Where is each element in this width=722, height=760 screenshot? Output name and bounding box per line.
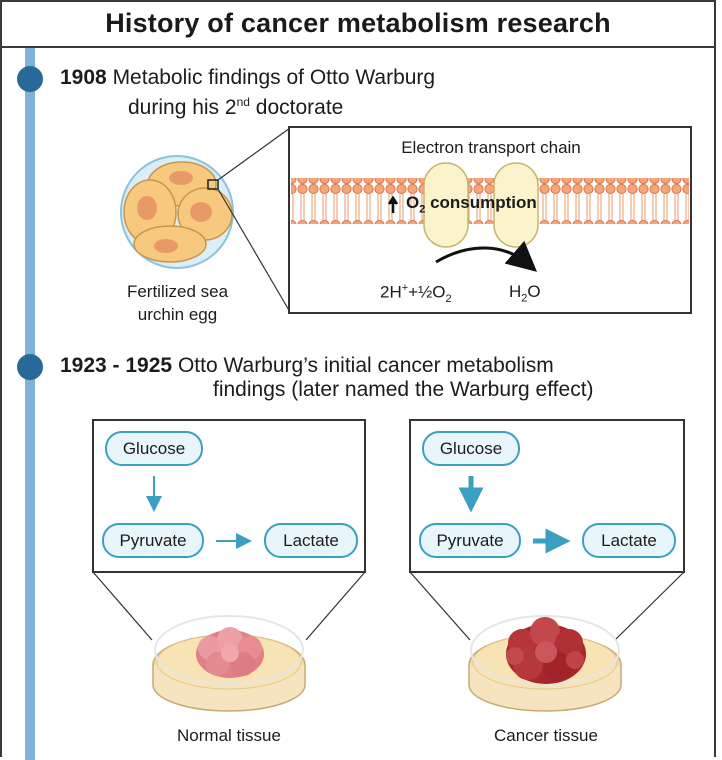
cancer-lactate-label: Lactate (601, 531, 657, 550)
event-1923-year: 1923 - 1925 (60, 354, 173, 377)
cancer-tissue-caption: Cancer tissue (494, 726, 598, 745)
event-1923-text-line2: findings (later named the Warburg effect… (213, 378, 594, 401)
normal-lactate-label: Lactate (283, 531, 339, 550)
reaction-product: H2O (509, 282, 541, 305)
normal-tissue-caption: Normal tissue (177, 726, 281, 745)
timeline-bar (25, 48, 35, 760)
figure-title: History of cancer metabolism research (105, 7, 611, 38)
timeline-dot-1923 (17, 354, 43, 380)
title-bar: History of cancer metabolism research (0, 0, 716, 48)
sea-urchin-egg-icon (120, 155, 234, 269)
event-1923-heading: 1923 - 1925 Otto Warburg’s initial cance… (60, 354, 594, 402)
reaction-arrow (435, 240, 538, 272)
timeline-dot-1908 (17, 66, 43, 92)
event-1923-text-line1: Otto Warburg’s initial cancer metabolism (177, 354, 554, 377)
normal-pyruvate-label: Pyruvate (119, 531, 187, 550)
event-1908-text-line2: during his 2nd doctorate (128, 95, 344, 119)
etc-title: Electron transport chain (401, 138, 581, 157)
event-1908-year: 1908 (60, 66, 107, 89)
cancer-glucose-label: Glucose (439, 439, 503, 458)
protein-channel-1 (423, 162, 469, 248)
event-1908-text-line1: Metabolic findings of Otto Warburg (112, 66, 436, 89)
event-1908-heading: 1908 Metabolic findings of Otto Warburg … (60, 66, 435, 120)
egg-caption: Fertilized sea urchin egg (126, 282, 229, 324)
o2-consumption-label: O2 consumption (406, 193, 537, 216)
increase-arrow-icon (387, 195, 399, 213)
reaction-reactants: 2H++½O2 (380, 282, 452, 306)
normal-glucose-label: Glucose (122, 439, 186, 458)
cancer-pyruvate-label: Pyruvate (436, 531, 504, 550)
membrane-bilayer (291, 178, 689, 224)
